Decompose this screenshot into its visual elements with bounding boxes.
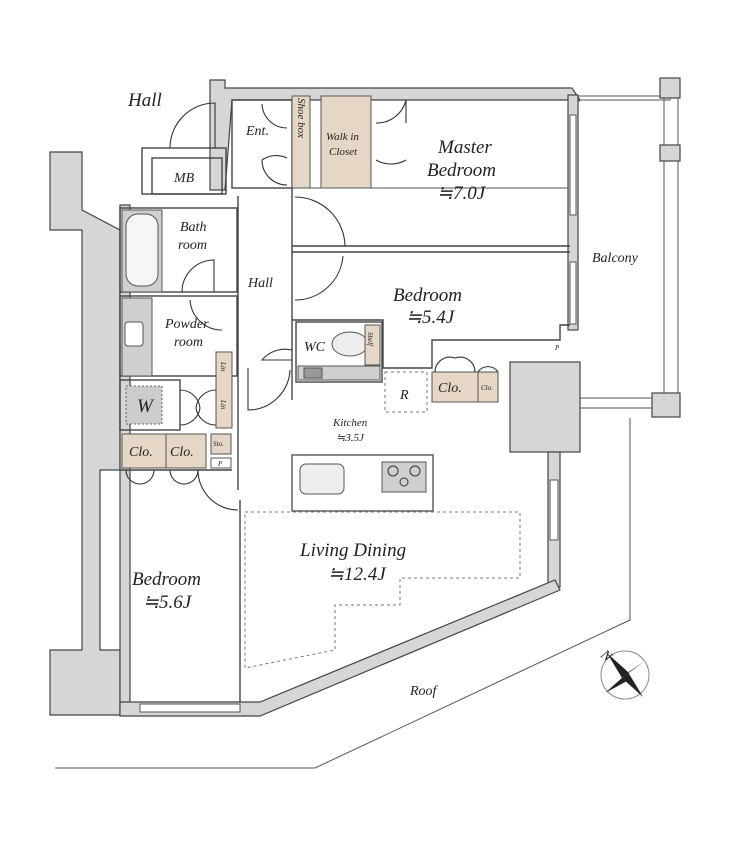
interior-walls [119,188,581,717]
washer-label: W [137,396,155,417]
bath-label-2: room [178,238,207,253]
closet-a-label: Clo. [438,381,462,396]
bath-label-1: Bath [180,220,206,235]
living-dining-size: ≒12.4J [328,564,387,585]
closet-d-label: Clo. [170,445,194,460]
living-dining-label: Living Dining [299,540,406,561]
linen-label-1: Lin [219,361,227,372]
powder-label-1: Powder [164,317,209,332]
master-bedroom-label-2: Bedroom [427,160,496,181]
bedroom2-label: Bedroom [393,285,462,306]
hall-doors [247,196,346,411]
bedroom3-closets [121,433,239,511]
top-wall [209,79,581,331]
shoe-box-label: Shoe box [295,98,307,138]
walk-in-closet-label-1: Walk in [326,131,359,143]
mb-label: MB [173,171,195,186]
compass-icon [600,650,650,700]
roof-label: Roof [409,684,439,699]
closet-b-label: Clo. [481,384,493,392]
roof-outline [55,418,631,769]
bedroom3-size: ≒5.6J [143,592,193,613]
balcony-area [577,77,681,418]
hall-outer-label: Hall [127,90,162,111]
entrance-label: Ent. [245,124,269,139]
refrigerator-label: R [399,388,409,403]
laundry-area [119,351,233,431]
bedroom2-size: ≒5.4J [406,307,456,328]
pipe-label-1: P [217,460,223,468]
storage-label: Sto. [213,440,224,448]
master-bedroom-size: ≒7.0J [437,183,487,204]
wc-label: WC [304,340,326,355]
pipe-label-2: P [554,344,560,352]
bedroom3-label: Bedroom [132,569,201,590]
hall-inner-label: Hall [247,276,273,291]
living-dining-area [244,511,521,669]
kitchen-island [291,454,434,512]
wc-room [295,321,383,383]
master-bedroom-label-1: Master [437,137,492,158]
powder-room [119,295,238,377]
powder-label-2: room [174,335,203,350]
refrigerator-space [384,371,428,413]
north-label: N [597,647,615,666]
closet-c-label: Clo. [129,445,153,460]
entrance-area [231,95,568,189]
kitchen-size: ≒3.5J [336,432,365,444]
kitchen-closets [431,356,499,403]
bathroom [119,207,238,293]
kitchen-label: Kitchen [332,417,368,429]
walk-in-closet-label-2: Closet [329,146,358,158]
left-exterior-wall [49,151,131,716]
balcony-label: Balcony [592,251,639,266]
shelf-label: Shelf [366,332,374,347]
linen-label-2: Lin [219,399,227,410]
mb-closet [141,102,227,195]
